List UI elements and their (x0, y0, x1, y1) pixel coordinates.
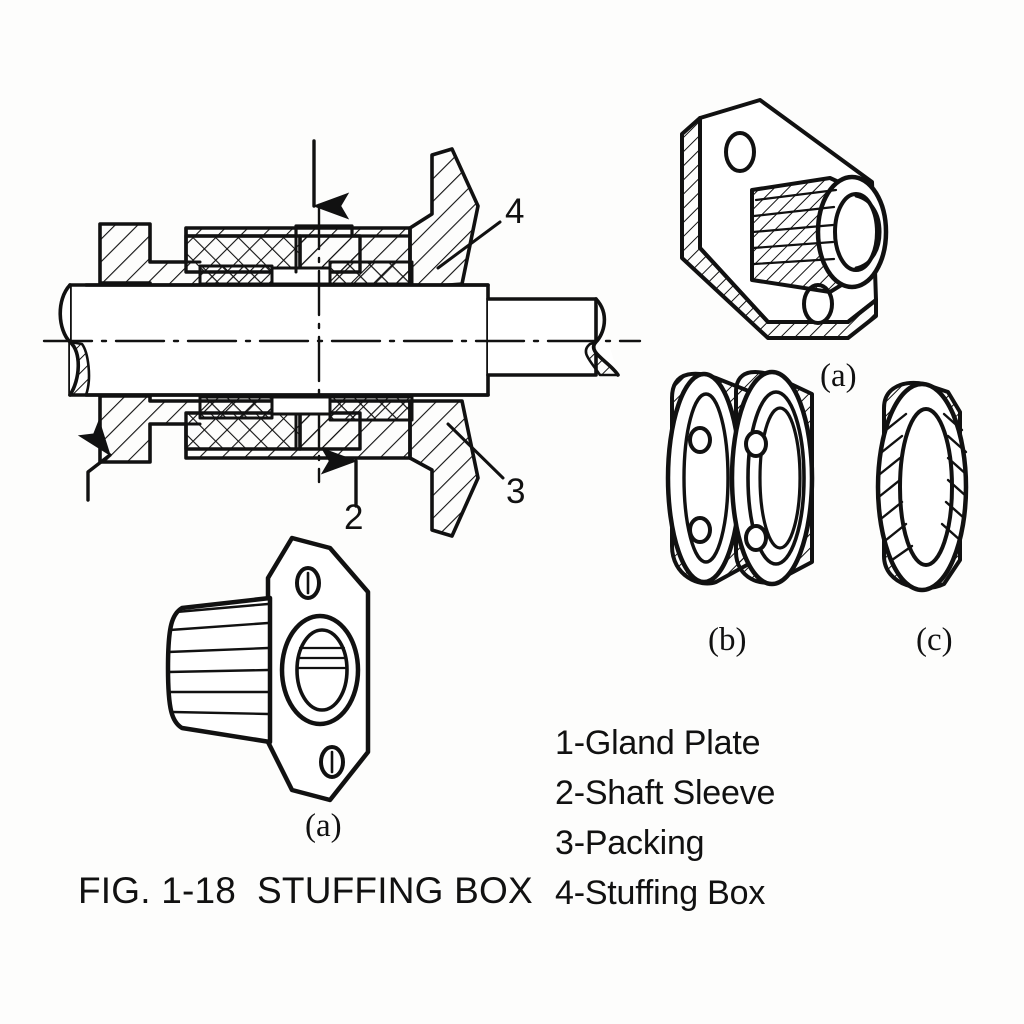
shaft-break-right-hatch (584, 340, 620, 377)
packing-lower-left (198, 395, 274, 420)
bolt-hole-upper (724, 131, 756, 173)
packing-upper-left (198, 264, 274, 286)
view-label-a-upper: (a) (820, 358, 857, 394)
shaft-sleeve-isometric (665, 369, 815, 587)
callout-3-leader (446, 422, 505, 480)
view-label-c: (c) (916, 622, 953, 658)
stuffing-box-neck-upper (408, 147, 480, 290)
callout-label-4: 4 (505, 192, 525, 231)
lantern-ring-upper (270, 266, 332, 286)
gland-plate-isometric-front (165, 535, 371, 803)
legend-item-2: 2-Shaft Sleeve (555, 774, 776, 812)
gland-boss-bore (833, 192, 879, 272)
set-screw-back-lower (688, 516, 712, 544)
cross-section-assembly (42, 139, 642, 538)
view-label-a-lower: (a) (305, 808, 342, 844)
packing-upper-right (328, 260, 414, 286)
callout-1-arrow-line (77, 418, 112, 502)
set-screw-front-lower (744, 524, 768, 552)
legend-list: 1-Gland Plate 2-Shaft Sleeve 3-Packing 4… (555, 718, 775, 918)
legend-item-4: 4-Stuffing Box (555, 874, 766, 912)
sleeve-ring-front-bore (758, 406, 802, 550)
shaft-extension (486, 297, 598, 377)
lantern-ring-lower (270, 395, 332, 416)
set-screw-back-upper (688, 426, 712, 454)
callout-4-leader (436, 220, 502, 270)
stuffing-box-neck-lower (408, 399, 480, 538)
gland-bore-inner-shade (854, 194, 882, 270)
legend-item-3: 3-Packing (555, 824, 705, 862)
callout-label-3: 3 (506, 472, 526, 511)
callout-label-2: 2 (344, 498, 364, 537)
gland-flange-edge (680, 116, 878, 340)
set-screw-front-upper (744, 430, 768, 458)
gland-plate-isometric (680, 98, 889, 340)
gland-front-bore-inner (295, 628, 349, 712)
packing-ring-isometric (875, 380, 969, 593)
view-label-b: (b) (708, 622, 747, 658)
packing-ring-bore (898, 407, 954, 567)
figure-caption: FIG. 1-18 STUFFING BOX (78, 870, 533, 911)
packing-lower-right (328, 395, 414, 422)
legend-item-1: 1-Gland Plate (555, 724, 761, 762)
